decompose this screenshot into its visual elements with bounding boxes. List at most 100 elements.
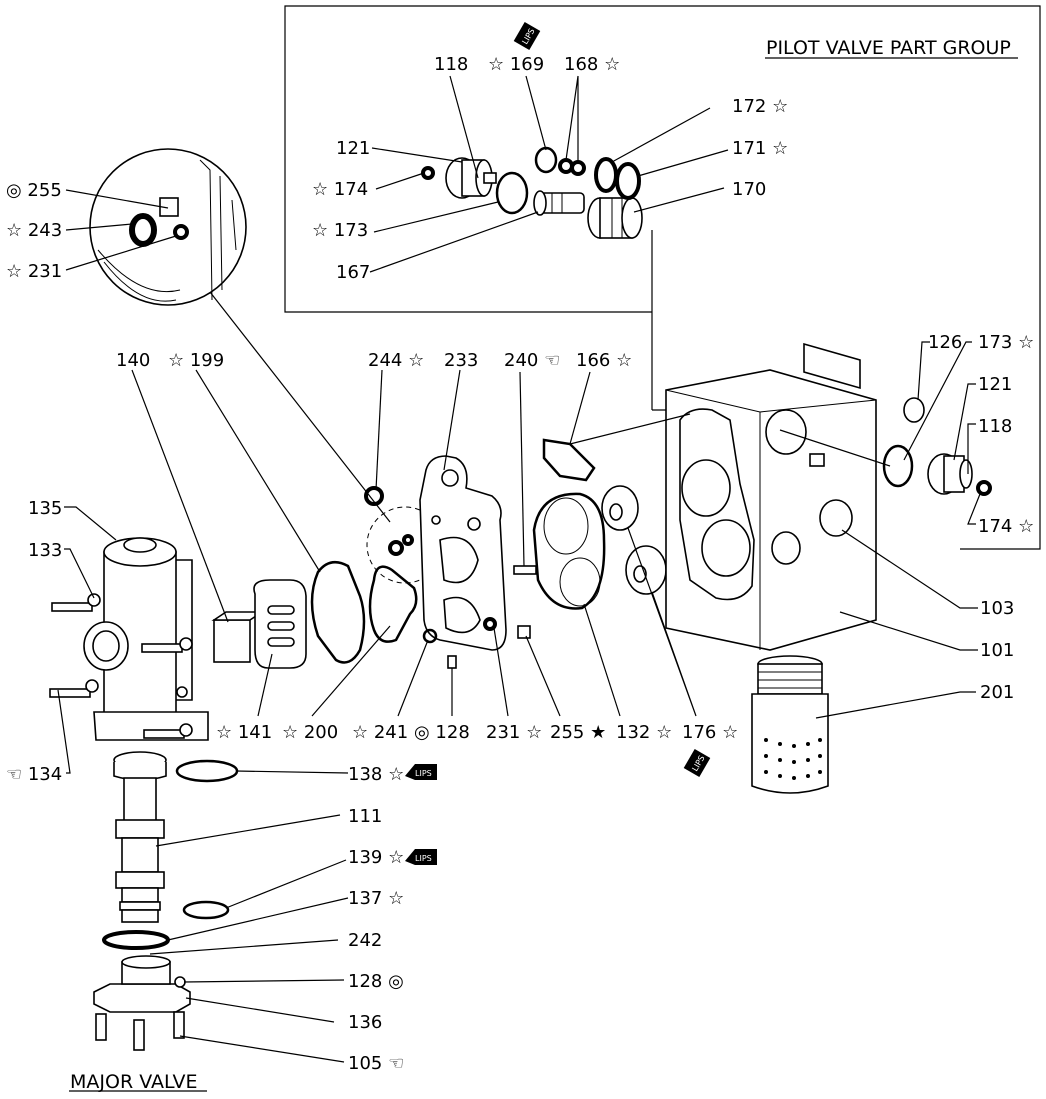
leader-132 — [583, 603, 621, 717]
o-ring-231-plate — [388, 540, 404, 556]
detail-magnifier — [89, 148, 247, 306]
leader-170 — [633, 187, 725, 213]
leader-173a — [373, 201, 499, 233]
leader-166 — [569, 371, 591, 445]
label-118a: 118 — [434, 54, 468, 75]
label-200: ☆ 200 — [282, 722, 338, 743]
sleeve-170 — [587, 197, 643, 239]
svg-text:LIPS: LIPS — [415, 854, 432, 863]
seal-176b — [625, 545, 667, 595]
plug-128-plate — [447, 655, 457, 669]
leader-255a — [65, 189, 169, 209]
svg-text:LIPS: LIPS — [415, 769, 432, 778]
label-135: 135 — [28, 498, 62, 519]
ring-169 — [534, 146, 558, 174]
label-172: 172 ☆ — [732, 96, 788, 117]
label-128a: ◎ 128 — [414, 722, 470, 743]
seal-176a — [601, 485, 639, 531]
leader-105 — [179, 1035, 345, 1063]
seal-138 — [175, 759, 239, 783]
leader-126 — [917, 341, 930, 401]
label-166: 166 ☆ — [576, 350, 632, 371]
o-ring-172 — [594, 157, 618, 193]
leader-200 — [311, 625, 391, 717]
leader-167 — [369, 211, 539, 273]
label-103: 103 — [980, 598, 1014, 619]
label-169: ☆ 169 — [488, 54, 544, 75]
end-cap-126 — [903, 397, 925, 423]
leader-233 — [443, 369, 461, 471]
leader-169 — [525, 75, 547, 151]
leader-242 — [149, 939, 339, 955]
o-ring-173-side — [882, 444, 914, 488]
label-244: 244 ☆ — [368, 350, 424, 371]
label-128b: 128 ◎ — [348, 971, 404, 992]
leader-118a — [449, 75, 479, 179]
gasket-200 — [368, 565, 418, 643]
label-141: ☆ 141 — [216, 722, 272, 743]
label-167: 167 — [336, 262, 370, 283]
label-240: 240 ☜ — [504, 350, 560, 371]
leader-240 — [519, 371, 525, 567]
pilot-body-118 — [445, 157, 497, 199]
label-233: 233 — [444, 350, 478, 371]
leader-241 — [397, 639, 429, 717]
gasket-132-hole-b — [559, 557, 601, 607]
screw-231-plate — [483, 617, 497, 631]
o-ring-174-side — [976, 480, 992, 496]
plug-241 — [422, 628, 438, 644]
label-118b: 118 — [978, 416, 1012, 437]
label-140: 140 — [116, 350, 150, 371]
label-139: 139 ☆ — [348, 847, 404, 868]
leader-121b — [953, 383, 976, 461]
leader-174b — [967, 493, 981, 525]
label-136: 136 — [348, 1012, 382, 1033]
label-255b: 255 ★ — [550, 722, 606, 743]
label-101: 101 — [980, 640, 1014, 661]
label-174a: ☆ 174 — [312, 179, 368, 200]
gasket-132-hole-a — [543, 497, 589, 555]
leader-243 — [65, 223, 133, 231]
o-ring-174-top — [421, 166, 435, 180]
label-126: 126 — [928, 332, 962, 353]
label-121b: 121 — [978, 374, 1012, 395]
gasket-199 — [310, 560, 366, 664]
leader-244 — [375, 369, 383, 491]
label-133: 133 — [28, 540, 62, 561]
o-ring-173-top — [495, 171, 529, 215]
gasket-132 — [532, 492, 606, 610]
leader-231a — [65, 235, 177, 271]
screws-105 — [95, 1011, 185, 1051]
detail-pointer — [209, 291, 391, 523]
leader-135 — [64, 506, 117, 541]
leader-103 — [841, 529, 978, 609]
label-173b: 173 ☆ — [978, 332, 1034, 353]
leader-201 — [815, 691, 976, 719]
o-ring-244 — [364, 486, 384, 506]
label-132: 132 ☆ — [616, 722, 672, 743]
label-111: 111 — [348, 806, 382, 827]
o-ring-171 — [615, 162, 641, 200]
lips-badge-138: LIPS — [405, 764, 437, 780]
label-105: 105 ☜ — [348, 1053, 404, 1074]
label-168: 168 ☆ — [564, 54, 620, 75]
leader-172 — [611, 107, 711, 163]
label-121a: 121 — [336, 138, 370, 159]
o-ring-168a — [558, 158, 574, 174]
leader-255b — [525, 635, 561, 717]
leader-141 — [257, 653, 273, 717]
leader-173b — [903, 341, 972, 461]
leader-174a — [375, 172, 425, 190]
leader-111 — [155, 814, 341, 847]
label-176: 176 ☆ — [682, 722, 738, 743]
label-173a: ☆ 173 — [312, 220, 368, 241]
pilot-group-heading: PILOT VALVE PART GROUP — [766, 37, 1011, 59]
screw-255-side — [517, 625, 531, 639]
label-201: 201 — [980, 682, 1014, 703]
leader-231b — [493, 627, 509, 717]
label-138: 138 ☆ — [348, 764, 404, 785]
seal-139 — [182, 900, 230, 920]
label-171: 171 ☆ — [732, 138, 788, 159]
